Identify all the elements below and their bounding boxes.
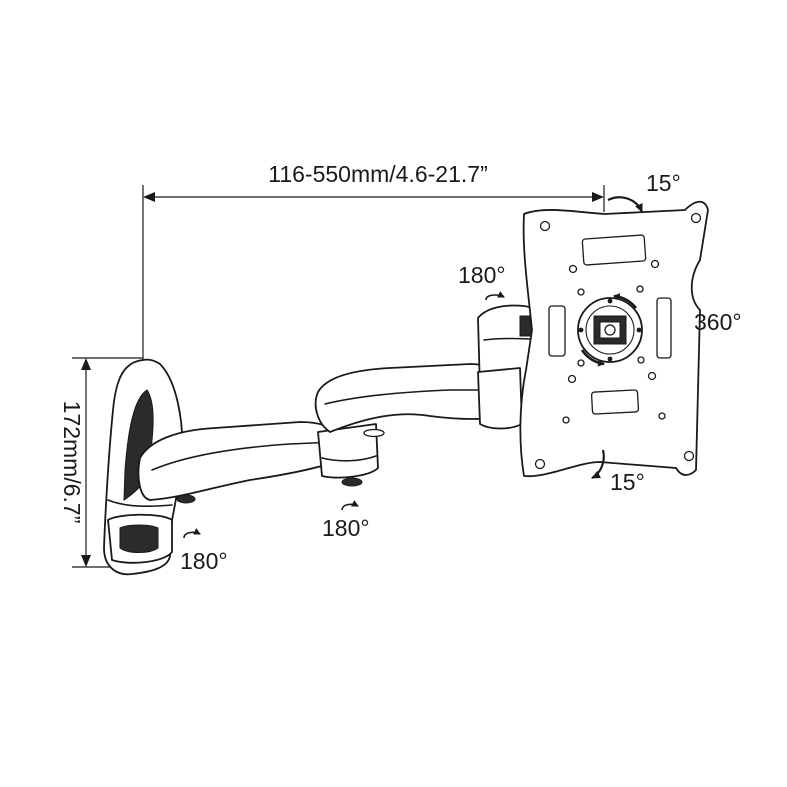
rotation-hub-ring bbox=[585, 305, 635, 355]
swivel-wall-indicator: 180° bbox=[180, 528, 228, 574]
vesa-plate-left-slot bbox=[548, 305, 566, 357]
arm-second bbox=[314, 363, 507, 438]
elbow-joint-pivot bbox=[341, 477, 363, 487]
swivel-arrow-icon bbox=[183, 528, 201, 539]
vesa-hole bbox=[658, 412, 666, 420]
extension-arrow-right-icon bbox=[592, 192, 604, 202]
arm-first bbox=[137, 421, 341, 504]
rotate-arrow-icon bbox=[580, 349, 605, 367]
vesa-plate-holes bbox=[534, 212, 702, 470]
rotation-plate-indicator: 360° bbox=[694, 309, 742, 335]
tilt-top-label: 15° bbox=[646, 170, 681, 196]
height-arrow-bottom-icon bbox=[81, 555, 91, 567]
swivel-elbow-indicator: 180° bbox=[322, 500, 370, 541]
extension-label: 116-550mm/4.6-21.7” bbox=[268, 161, 487, 187]
arm-first-edge bbox=[151, 441, 336, 471]
vesa-plate-right-slot bbox=[656, 297, 672, 359]
rotation-hub-bolt bbox=[636, 327, 642, 333]
vesa-hole bbox=[568, 264, 578, 274]
vesa-hole bbox=[650, 259, 660, 269]
vesa-hole bbox=[637, 356, 645, 364]
arm-first-pivot bbox=[176, 494, 196, 504]
swivel-elbow-label: 180° bbox=[322, 515, 370, 541]
arm-second-edge bbox=[324, 389, 501, 405]
vesa-plate bbox=[519, 200, 709, 477]
arm-first-body bbox=[137, 421, 341, 501]
rotation-hub-bolt bbox=[607, 298, 613, 304]
vesa-hole bbox=[690, 212, 702, 224]
rotation-hub-bolt bbox=[607, 356, 613, 362]
height-label: 172mm/6.7” bbox=[59, 401, 85, 524]
elbow-joint-seam bbox=[321, 455, 377, 462]
vesa-hole bbox=[539, 220, 551, 232]
vesa-plate-bottom-slot bbox=[590, 389, 640, 415]
swivel-arrow-icon bbox=[341, 500, 359, 511]
rotation-hub-center bbox=[604, 324, 616, 336]
wall-plate-base-recess bbox=[119, 524, 159, 553]
vesa-hole bbox=[562, 416, 570, 424]
swivel-head-indicator: 180° bbox=[458, 262, 506, 301]
extension-arrow-left-icon bbox=[143, 192, 155, 202]
tilt-bottom-label: 15° bbox=[610, 469, 645, 495]
vesa-hole bbox=[577, 359, 585, 367]
vesa-hole bbox=[577, 288, 585, 296]
rotate-arrow-icon bbox=[613, 293, 638, 309]
arm-second-body bbox=[314, 363, 507, 433]
curved-arrow-icon bbox=[591, 449, 605, 479]
curved-arrow-icon bbox=[607, 196, 644, 213]
tilt-top-indicator: 15° bbox=[607, 170, 681, 213]
rotation-hub-nut-icon bbox=[593, 315, 627, 345]
rotation-hub bbox=[577, 293, 643, 367]
swivel-arrow-icon bbox=[485, 291, 505, 301]
rotation-plate-label: 360° bbox=[694, 309, 742, 335]
vesa-plate-top-slot bbox=[581, 234, 647, 266]
height-arrow-top-icon bbox=[81, 358, 91, 370]
elbow-joint-body bbox=[317, 423, 379, 479]
vesa-hole bbox=[636, 285, 644, 293]
extension-dimension: 116-550mm/4.6-21.7” bbox=[142, 161, 605, 360]
arm-second-pivot bbox=[363, 428, 385, 438]
swivel-wall-label: 180° bbox=[180, 548, 228, 574]
tilt-bottom-indicator: 15° bbox=[591, 449, 645, 495]
vesa-hole bbox=[647, 371, 657, 381]
head-joint-lower bbox=[477, 367, 523, 430]
elbow-joint bbox=[317, 423, 379, 487]
vesa-hole bbox=[683, 450, 695, 462]
vesa-hole bbox=[534, 458, 546, 470]
wall-plate-seam bbox=[107, 499, 173, 507]
swivel-head-label: 180° bbox=[458, 262, 506, 288]
rotation-hub-bolt bbox=[578, 327, 584, 333]
height-dimension: 172mm/6.7” bbox=[59, 357, 143, 568]
vesa-hole bbox=[567, 374, 577, 384]
